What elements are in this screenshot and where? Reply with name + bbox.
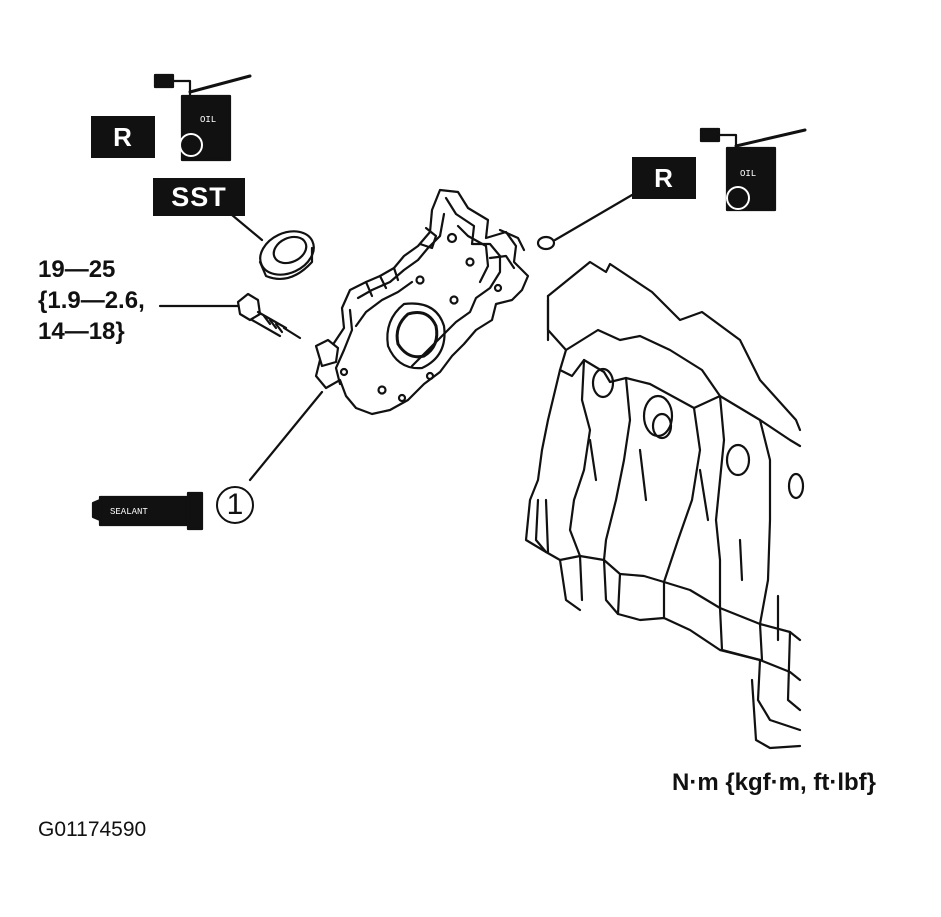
o-ring <box>536 235 556 251</box>
bolt <box>236 292 302 340</box>
sealant-tube-icon: SEALANT <box>91 491 204 531</box>
oil-can-icon: OIL <box>699 127 807 212</box>
figure-id: G01174590 <box>38 818 147 841</box>
sealant-label: SEALANT <box>110 507 148 517</box>
special-service-tool-badge: SST <box>153 178 245 216</box>
oil-seal-ring <box>258 230 315 280</box>
torque-specification: 19—25 {1.9—2.6, 14—18} <box>38 254 145 347</box>
callout-number: 1 <box>216 486 254 524</box>
oil-can-label: OIL <box>740 169 756 179</box>
oil-can-label: OIL <box>200 115 216 125</box>
oil-can-icon: OIL <box>153 73 252 162</box>
replace-badge: R <box>632 157 696 199</box>
torque-nm: 19—25 <box>38 256 116 283</box>
replace-badge: R <box>91 116 155 158</box>
leader-line <box>230 213 264 242</box>
torque-ftlbf: 14—18} <box>38 318 125 345</box>
leader-line <box>553 193 634 242</box>
oil-pump-body <box>314 188 530 416</box>
torque-kgfm: {1.9—2.6, <box>38 287 145 314</box>
engine-block <box>524 260 805 750</box>
leader-line <box>248 390 324 482</box>
torque-units-legend: N·m {kgf·m, ft·lbf} <box>672 769 876 796</box>
